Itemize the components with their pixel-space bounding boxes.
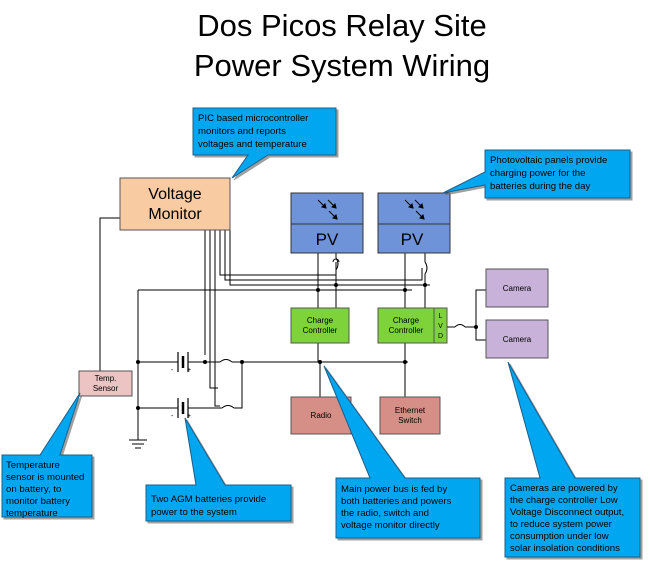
lvd-to-camera-top [465, 289, 486, 328]
lvd-to-camera-bottom [475, 327, 486, 341]
battery-1-pos: + [187, 367, 191, 374]
callout-temp-line-5: temperature [6, 508, 58, 519]
wiring [99, 217, 486, 449]
battery2-bus-link [234, 362, 243, 409]
battery-1 [177, 352, 189, 372]
charge-controller-left: Charge Controller [290, 307, 350, 344]
lvd-letter-l: L [439, 313, 443, 320]
vm-pv-sense-1 [219, 230, 337, 276]
callout-cameras [504, 361, 641, 558]
fuse-battery2 [221, 405, 235, 409]
fuses [219, 257, 466, 409]
camera-bottom-label: Camera [503, 335, 532, 344]
callout-temp [1, 392, 93, 518]
vm-pv-sense-2 [224, 230, 423, 281]
switch-line-1: Ethernet [395, 406, 426, 415]
callout-bus [323, 365, 481, 539]
pv-right-label: PV [401, 230, 424, 249]
camera-top: Camera [485, 268, 549, 308]
callout-temp-line-2: sensor is mounted [6, 472, 84, 483]
callout-pv-line-1: Photovoltaic panels provide [490, 155, 607, 166]
ground-symbol [129, 439, 147, 449]
pv-left-label: PV [316, 230, 339, 249]
vm-sense-lead-2 [209, 230, 218, 389]
pv-panel-right: PV [377, 192, 451, 254]
voltage-monitor-line-2: Monitor [148, 206, 202, 223]
camera-bottom: Camera [485, 319, 549, 359]
callout-cameras-line-6: solar insolation conditions [510, 543, 620, 554]
fuse-battery1 [219, 359, 233, 363]
cc-right-line-1: Charge [393, 316, 420, 325]
callout-agm-line-2: power to the system [151, 507, 237, 518]
temp-sensor-lead [99, 217, 120, 372]
callout-pv-line-3: batteries during the day [490, 181, 590, 192]
callout-bus-line-1: Main power bus is fed by [341, 484, 447, 495]
callout-cameras-line-2: the charge controller Low [510, 495, 618, 506]
callout-agm [145, 417, 292, 522]
camera-top-label: Camera [503, 284, 532, 293]
junction-dots [136, 283, 478, 410]
callout-temp-line-3: on battery, to [6, 484, 61, 495]
callout-pv-line-2: charging power for the [490, 168, 585, 179]
fuse-pv-right-arc [424, 261, 428, 275]
callout-cameras-line-5: consumption under low [510, 531, 609, 542]
voltage-monitor-box: Voltage Monitor [119, 177, 231, 231]
cc-left-line-2: Controller [303, 326, 338, 335]
ethernet-switch-box: Ethernet Switch [379, 396, 441, 435]
callout-bus-line-2: both batteries and powers [341, 496, 452, 507]
callout-pv [442, 149, 631, 199]
vm-pv-sense-3 [229, 230, 430, 286]
sun-arrows-icon [404, 199, 425, 220]
lvd-module: L V D [433, 307, 448, 344]
temp-sensor: Temp. Sensor [78, 370, 133, 397]
callout-cameras-line-3: Voltage Disconnect output, [510, 507, 624, 518]
fuse-lvd [454, 324, 466, 328]
charge-controller-right: Charge Controller [377, 307, 435, 344]
lvd-letter-d: D [438, 333, 443, 340]
battery-2-neg: - [171, 413, 174, 420]
battery-2-pos: + [187, 413, 191, 420]
battery-2 [177, 398, 189, 418]
fuse-pv-left [332, 258, 340, 263]
lvd-letter-v: V [438, 323, 443, 330]
callout-temp-line-1: Temperature [6, 460, 60, 471]
fuse-pv-left-arc [335, 257, 339, 271]
callout-cameras-line-1: Cameras are powered by [510, 483, 618, 494]
callout-pic-line-2: monitors and reports [198, 126, 286, 137]
callout-pic-line-3: voltages and temperature [198, 139, 307, 150]
callout-pic-line-1: PIC based microcontroller [198, 113, 309, 124]
battery-1-neg: - [171, 367, 174, 374]
cc-right-line-2: Controller [389, 326, 424, 335]
callout-agm-line-1: Two AGM batteries provide [151, 494, 266, 505]
vm-sense-lead-3 [214, 230, 220, 407]
callout-cameras-line-4: to reduce system power [510, 519, 613, 530]
cc-left-line-1: Charge [307, 316, 334, 325]
callout-pic [192, 107, 337, 179]
switch-line-2: Switch [398, 416, 422, 425]
temp-sensor-line-2: Sensor [93, 384, 119, 393]
title-line-1: Dos Picos Relay Site [197, 8, 486, 43]
callout-bus-line-3: the radio, switch and [341, 508, 429, 519]
title-line-2: Power System Wiring [194, 48, 490, 83]
pv-panel-left: PV [290, 192, 364, 254]
callout-temp-line-4: monitor battery [6, 496, 70, 507]
temp-sensor-line-1: Temp. [95, 374, 117, 383]
voltage-monitor-line-1: Voltage [148, 186, 201, 203]
radio-label: Radio [311, 411, 332, 420]
sun-arrows-icon [317, 199, 338, 220]
callout-bus-line-4: voltage monitor directly [341, 520, 440, 531]
